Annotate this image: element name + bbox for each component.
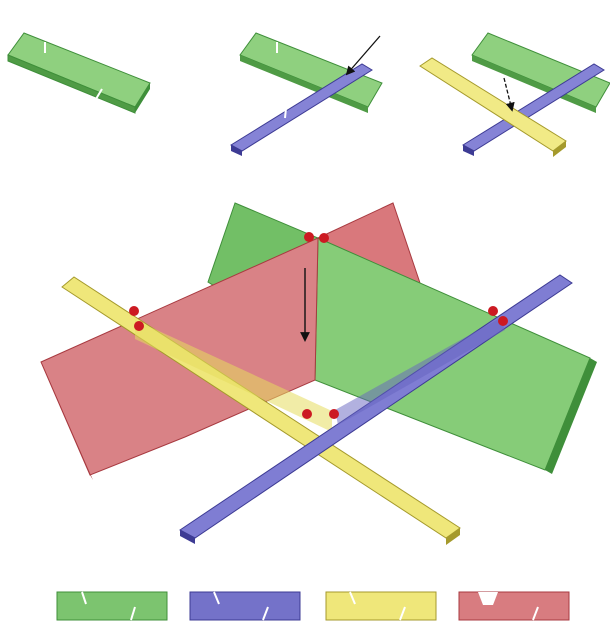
yellow-board	[419, 57, 567, 157]
joint-marker	[134, 321, 144, 331]
assembled-panel	[40, 202, 597, 545]
step-1-panel	[7, 32, 151, 114]
step-2-panel	[230, 32, 383, 156]
green-board	[7, 32, 151, 114]
legend-green-piece	[56, 591, 168, 621]
legend-yellow-piece	[325, 591, 437, 621]
slot-legend	[56, 591, 570, 621]
insert-arrow	[345, 35, 381, 76]
joint-marker	[319, 233, 329, 243]
joint-marker	[488, 306, 498, 316]
blue-board	[179, 274, 573, 544]
blue-board	[462, 63, 605, 156]
joint-marker	[329, 409, 339, 419]
joint-marker	[304, 232, 314, 242]
step-3-panel	[419, 32, 610, 157]
joint-markers	[129, 232, 508, 419]
legend-red-piece	[458, 591, 570, 621]
blue-board	[230, 63, 373, 156]
slot-line	[95, 88, 103, 100]
joint-marker	[129, 306, 139, 316]
insert-arrow	[503, 77, 515, 112]
legend-blue-piece	[189, 591, 301, 621]
joint-marker	[498, 316, 508, 326]
joint-marker	[302, 409, 312, 419]
